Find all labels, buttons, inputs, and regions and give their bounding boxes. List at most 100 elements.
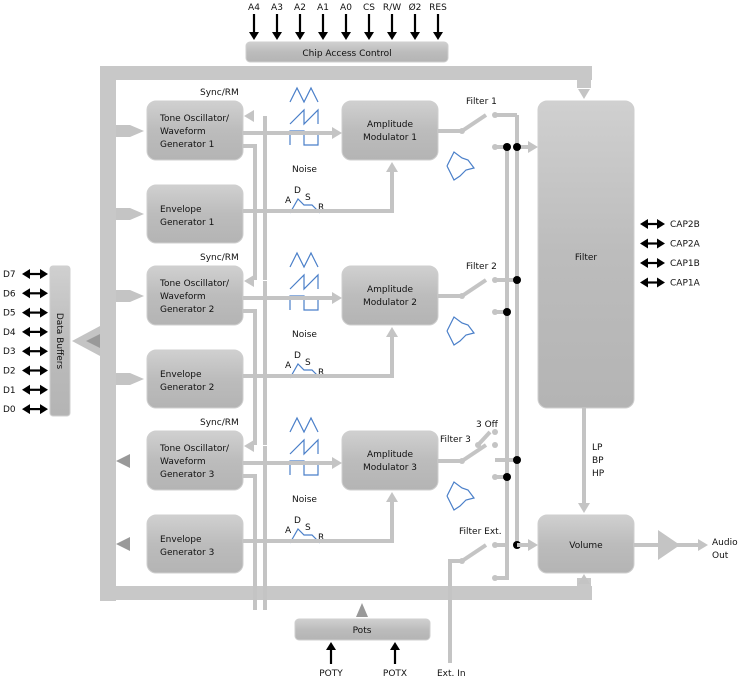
bus-write-arrow (116, 208, 144, 220)
pin-label-R/W: R/W (383, 3, 401, 13)
adsr-d-label: D (294, 516, 301, 526)
amplitude-modulator-label: Modulator 2 (363, 298, 417, 308)
pin-label-D3: D3 (3, 347, 16, 357)
triangle-wave-icon (289, 251, 319, 269)
amplitude-modulator-label: Modulator 1 (363, 133, 417, 143)
bus-to-pots-arrow (356, 603, 368, 617)
pin-label-CS: CS (363, 3, 375, 13)
filter-output-label-HP: HP (592, 469, 605, 479)
bidirectional-arrow-icon (40, 346, 48, 357)
filter-switch-1 (460, 113, 488, 133)
envelope-generator-block-3 (146, 514, 244, 574)
filter-switch-label: Filter 2 (466, 262, 497, 272)
bidirectional-arrow-icon (640, 238, 648, 249)
amplitude-modulator-block-3 (341, 430, 439, 491)
tone-oscillator-label: Waveform (160, 127, 206, 137)
pin-label-A2: A2 (294, 3, 306, 13)
pin-label-D4: D4 (3, 328, 16, 338)
cap-pin-label-CAP2A: CAP2A (670, 240, 701, 250)
pin-arrow-icon (364, 32, 374, 40)
bidirectional-arrow-icon (640, 277, 648, 288)
pin-label-D6: D6 (3, 289, 16, 299)
arrow-head (528, 539, 538, 551)
volume-label: Volume (569, 541, 603, 551)
bidirectional-arrow-icon (22, 404, 30, 415)
filter-output-label-LP: LP (592, 443, 603, 453)
envelope-generator-label: Generator 3 (160, 548, 214, 558)
tone-oscillator-block-1 (146, 100, 244, 161)
cap-pin-label-CAP1A: CAP1A (670, 279, 701, 289)
tone-oscillator-label: Waveform (160, 457, 206, 467)
switch-contact (459, 558, 465, 564)
switch-contact (475, 442, 481, 448)
filter-response-icon (446, 316, 476, 346)
bus-to-buffer-arrow (86, 334, 100, 348)
bidirectional-arrow-icon (657, 258, 665, 268)
three-off-label: 3 Off (476, 420, 499, 430)
data-bus-vertical (100, 66, 116, 601)
bidirectional-arrow-icon (22, 384, 30, 395)
tone-oscillator-label: Generator 3 (160, 470, 214, 480)
tone-oscillator-label: Generator 2 (160, 305, 214, 315)
bidirectional-arrow-icon (40, 269, 48, 279)
pot-pin-label: POTX (383, 669, 407, 679)
cap-pin-label-CAP1B: CAP1B (670, 259, 700, 269)
data-buffers-block (49, 265, 71, 417)
tone-oscillator-label: Waveform (160, 292, 206, 302)
bus-write-arrow (116, 290, 144, 302)
arrow-head (528, 141, 538, 153)
bidirectional-arrow-icon (22, 346, 30, 357)
sawtooth-wave-icon (289, 273, 319, 291)
data-bus-bottom (100, 586, 592, 600)
switch-contact (459, 128, 465, 134)
envelope-generator-block-2 (146, 349, 244, 409)
arrow-head (578, 574, 590, 584)
adsr-envelope-icon (289, 198, 321, 214)
bidirectional-arrow-icon (657, 219, 665, 229)
pin-label-D2: D2 (3, 367, 16, 377)
pin-arrow-icon (272, 32, 282, 40)
triangle-wave-icon (289, 416, 319, 434)
audio-out-label: Out (712, 551, 729, 561)
pin-arrow-icon (390, 642, 400, 650)
adsr-a-label: A (285, 526, 292, 536)
bus-readback-arrow (116, 454, 130, 468)
audio-out-label: Audio (712, 538, 738, 548)
cap-pin-label-CAP2B: CAP2B (670, 220, 700, 230)
pin-label-A1: A1 (317, 3, 329, 13)
bidirectional-arrow-icon (40, 384, 48, 395)
envelope-generator-label: Generator 2 (160, 383, 214, 393)
amplitude-modulator-block-2 (341, 265, 439, 326)
arrow-head (244, 440, 254, 452)
env-to-amp-line (243, 172, 394, 213)
junction-dot (513, 276, 521, 284)
sync-rm-label: Sync/RM (200, 418, 239, 428)
pin-label-D5: D5 (3, 309, 16, 319)
filter-switch-label: Filter 3 (440, 435, 471, 445)
pin-label-A3: A3 (271, 3, 283, 13)
adsr-r-label: R (318, 203, 324, 213)
arrow-head (332, 292, 342, 304)
adsr-envelope-icon (289, 528, 321, 544)
junction-dot (503, 143, 511, 151)
arrow-head (698, 539, 708, 551)
triangle-wave-icon (289, 86, 319, 104)
arrow-head (332, 127, 342, 139)
bus-write-arrow (116, 125, 144, 137)
filter-ext-switch (460, 543, 488, 563)
adsr-d-label: D (294, 351, 301, 361)
data-bus-top-drop (577, 66, 591, 88)
bidirectional-arrow-icon (22, 269, 30, 279)
bidirectional-arrow-icon (40, 288, 48, 299)
pin-arrow-icon (249, 32, 259, 40)
pots-block (294, 618, 431, 641)
amplitude-modulator-label: Amplitude (367, 450, 414, 460)
sawtooth-wave-icon (289, 108, 319, 126)
chip-access-control-label: Chip Access Control (302, 49, 391, 59)
tone-oscillator-label: Generator 1 (160, 140, 214, 150)
bidirectional-arrow-icon (40, 326, 48, 337)
pin-arrow-icon (326, 642, 336, 650)
filter-response-icon (446, 151, 476, 181)
adsr-r-label: R (318, 368, 324, 378)
pin-arrow-icon (318, 32, 328, 40)
